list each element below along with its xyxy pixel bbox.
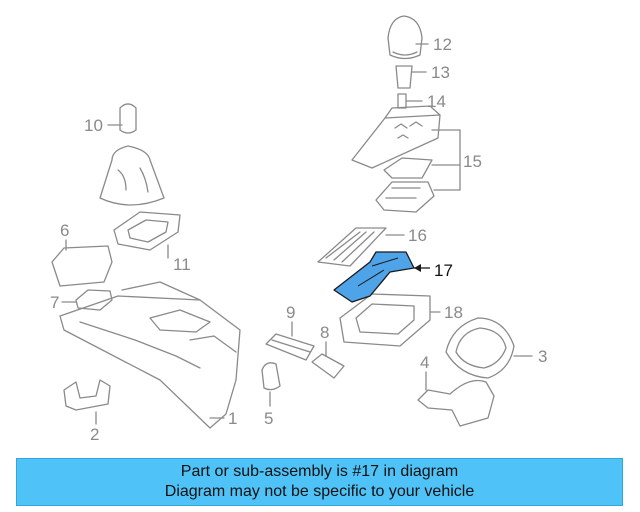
part-17-bracket-highlighted[interactable] — [333, 251, 430, 303]
part-9-lighter-socket[interactable] — [265, 321, 315, 361]
part-2-bracket[interactable] — [63, 379, 111, 425]
callout-17: 17 — [434, 261, 453, 280]
part-5-clip[interactable] — [261, 362, 281, 407]
part-12-shift-knob[interactable] — [387, 15, 429, 60]
callout-18: 18 — [444, 303, 463, 322]
part-8-lighter[interactable] — [311, 341, 345, 379]
part-3-boot-ring[interactable] — [445, 317, 533, 379]
part-4-bracket[interactable] — [417, 371, 495, 427]
callout-14: 14 — [427, 92, 446, 111]
callout-2: 2 — [90, 425, 99, 444]
part-11-bezel[interactable] — [113, 211, 181, 259]
part-1-console[interactable] — [59, 281, 241, 429]
part-10-shift-knob[interactable] — [99, 103, 165, 206]
info-banner: Part or sub-assembly is #17 in diagram D… — [16, 458, 623, 506]
part-6-storage-lid[interactable] — [51, 239, 113, 287]
callout-9: 9 — [286, 303, 295, 322]
callout-7: 7 — [50, 293, 59, 312]
callout-5: 5 — [264, 409, 273, 428]
part-14-clip[interactable] — [397, 93, 423, 109]
callout-8: 8 — [320, 323, 329, 342]
callout-16: 16 — [408, 226, 427, 245]
callout-4: 4 — [420, 353, 429, 372]
callout-15: 15 — [463, 152, 482, 171]
callout-10: 10 — [84, 116, 103, 135]
banner-line-1: Part or sub-assembly is #17 in diagram — [180, 463, 459, 480]
part-18-shifter-base[interactable] — [339, 293, 441, 347]
part-13-knob-sleeve[interactable] — [395, 65, 427, 89]
part-15-shift-indicator-assembly[interactable] — [351, 105, 461, 213]
callout-12: 12 — [433, 35, 452, 54]
part-7-switch[interactable] — [61, 289, 113, 311]
callout-13: 13 — [431, 63, 450, 82]
callout-6: 6 — [60, 221, 69, 240]
callout-11: 11 — [173, 255, 191, 274]
callout-3: 3 — [538, 347, 547, 366]
part-16-grille[interactable] — [317, 227, 405, 267]
banner-line-2: Diagram may not be specific to your vehi… — [164, 483, 475, 500]
callout-1: 1 — [228, 409, 237, 428]
